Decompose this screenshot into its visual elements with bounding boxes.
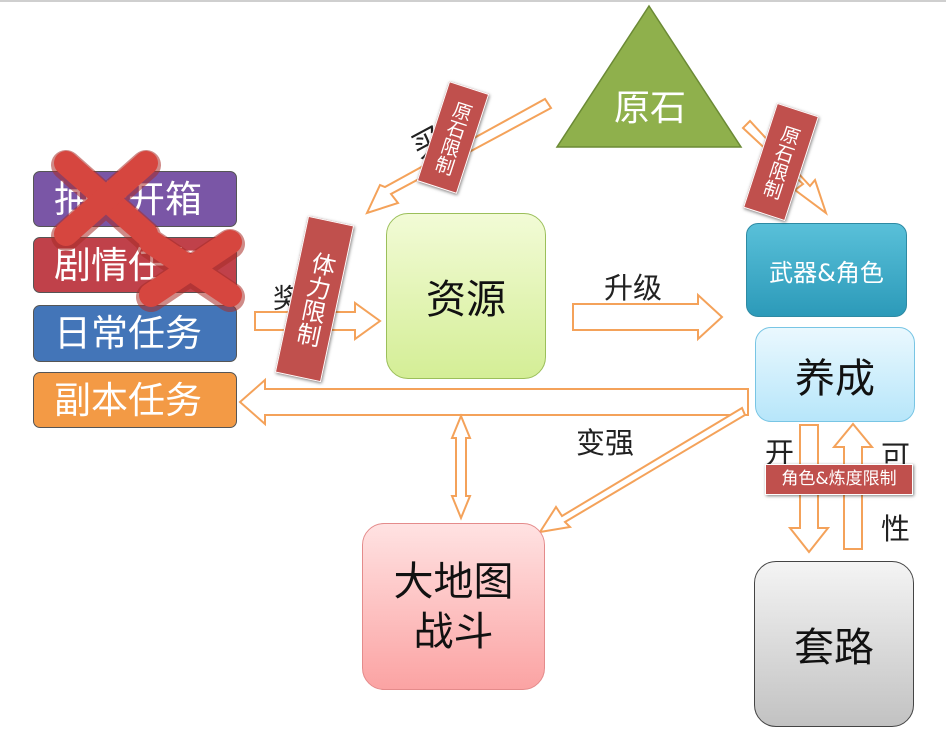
node-yangcheng[interactable]: 养成 — [755, 327, 915, 422]
tag-juese-liandu-xianzhi: 角色&炼度限制 — [765, 464, 913, 495]
label-shengji: 升级 — [604, 271, 663, 305]
task-juqing-renwu[interactable]: 剧情任务 — [33, 237, 237, 293]
yuanshi-triangle — [555, 4, 743, 148]
node-wuqi-juese[interactable]: 武器&角色 — [746, 223, 907, 317]
arrow-bianqiang — [537, 406, 747, 534]
node-ziyuan[interactable]: 资源 — [386, 213, 546, 379]
node-yuanshi-label: 原石 — [613, 88, 686, 129]
label-xing: 性 — [881, 512, 911, 546]
node-dadi-zhandou[interactable]: 大地图 战斗 — [362, 523, 545, 690]
arrow-shengji — [572, 292, 724, 342]
task-richang-renwu[interactable]: 日常任务 — [33, 305, 237, 362]
task-fuben-renwu[interactable]: 副本任务 — [33, 372, 237, 428]
arrow-ziyuan-dadi — [450, 413, 472, 521]
node-taolu[interactable]: 套路 — [754, 561, 914, 727]
task-chouka-kaixiang[interactable]: 抽卡开箱 — [33, 171, 237, 227]
label-bianqiang: 变强 — [576, 426, 635, 460]
node-dadi-line1: 大地图 — [393, 558, 514, 605]
arrow-yangcheng-to-fuben — [238, 377, 749, 427]
node-dadi-line2: 战斗 — [413, 608, 494, 655]
